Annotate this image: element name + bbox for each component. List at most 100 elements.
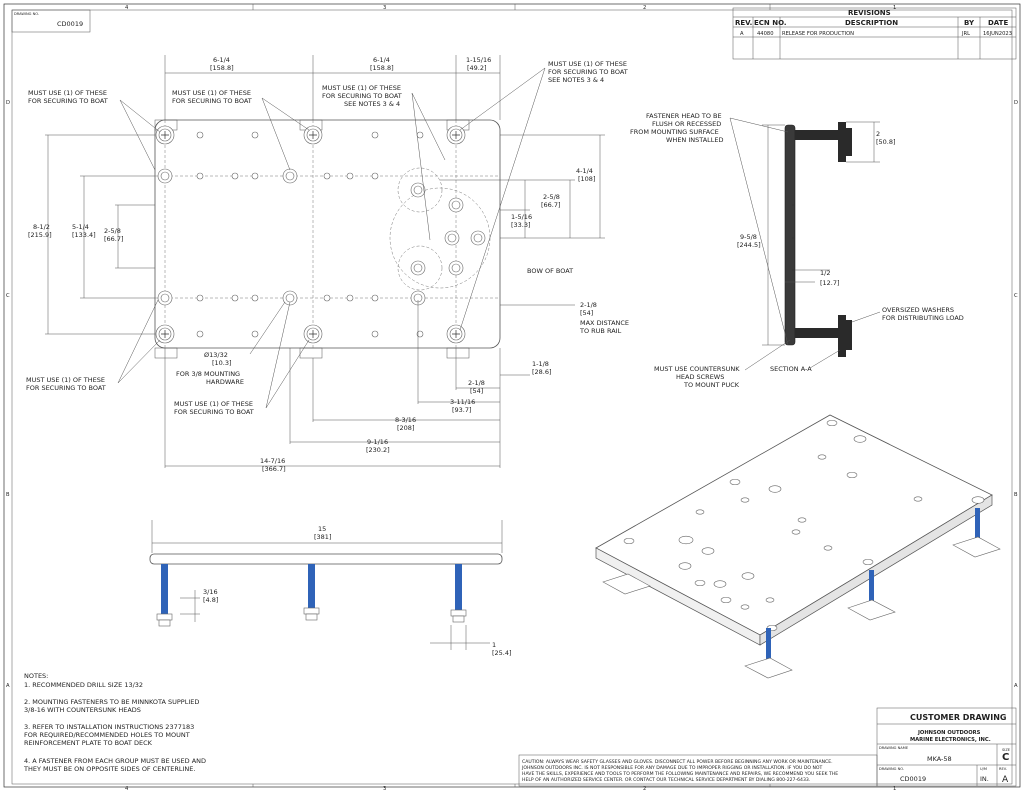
small-hole bbox=[196, 330, 204, 338]
iso-hole bbox=[823, 545, 833, 551]
dim-15: 15 bbox=[318, 525, 326, 533]
note-3-line2: FOR REQUIRED/RECOMMENDED HOLES TO MOUNT bbox=[24, 731, 190, 739]
fastener-note-line2: FLUSH OR RECESSED bbox=[652, 120, 721, 128]
iso-hole bbox=[720, 596, 732, 604]
zone-bottom-2: 3 bbox=[383, 786, 386, 791]
drawing-name-label: DRAWING NAME bbox=[879, 746, 909, 750]
note-tl-line2: FOR SECURING TO BOAT bbox=[28, 97, 108, 105]
small-hole bbox=[346, 294, 354, 302]
screw-bm-icon bbox=[303, 324, 323, 344]
zone-side-c: C bbox=[6, 293, 10, 299]
countersunk-note-line2: HEAD SCREWS bbox=[676, 373, 724, 381]
dim-left-3-mm: [66.7] bbox=[104, 235, 124, 243]
company-line2: MARINE ELECTRONICS, INC. bbox=[910, 737, 991, 743]
mounting-holes bbox=[157, 131, 486, 338]
ecn-header: ECN NO. bbox=[754, 19, 787, 27]
dim-left-3: 2-5/8 bbox=[104, 227, 121, 235]
rev-header: REV. bbox=[735, 19, 752, 27]
dim-3-16-mm: [4.8] bbox=[203, 596, 218, 604]
small-hole bbox=[196, 172, 204, 180]
size-value: C bbox=[1002, 752, 1009, 763]
zone-bottom-1: 4 bbox=[125, 786, 129, 791]
rev-label-tb: REV. bbox=[999, 767, 1007, 771]
countersunk-note-line3: TO MOUNT PUCK bbox=[683, 381, 740, 389]
washer-note-line1: OVERSIZED WASHERS bbox=[882, 306, 954, 314]
dim-left-1: 8-1/2 bbox=[33, 223, 50, 231]
date-header: DATE bbox=[988, 19, 1008, 27]
hole-dia: Ø13/32 bbox=[204, 351, 228, 359]
iso-hole bbox=[817, 454, 827, 460]
dim-15-mm: [381] bbox=[314, 533, 331, 541]
side-plate bbox=[149, 553, 503, 565]
mount-hole bbox=[447, 233, 457, 243]
size-label: SIZE bbox=[1002, 748, 1011, 752]
section-bolt-bottom-icon bbox=[795, 315, 852, 357]
dim-3-11-16: 3-11/16 bbox=[450, 398, 475, 406]
zone-top-2: 3 bbox=[383, 5, 386, 11]
caution-box: CAUTION: ALWAYS WEAR SAFETY GLASSES AND … bbox=[518, 754, 878, 787]
screw-tl-icon bbox=[155, 125, 175, 145]
revisions-table: REVISIONS REV. ECN NO. DESCRIPTION BY DA… bbox=[732, 7, 1017, 60]
dim-top-1: 6-1/4 bbox=[213, 56, 230, 64]
dim-1-2-mm: [12.7] bbox=[820, 279, 840, 287]
dim-right-2: 2-5/8 bbox=[543, 193, 560, 201]
iso-hole bbox=[740, 497, 750, 503]
note-bl-line1: MUST USE (1) OF THESE bbox=[26, 376, 105, 384]
caution-line1: CAUTION: ALWAYS WEAR SAFETY GLASSES AND … bbox=[522, 759, 833, 765]
iso-hole bbox=[846, 471, 858, 479]
dim-right-3: 1-5/16 bbox=[511, 213, 532, 221]
sheet-border bbox=[3, 3, 1021, 788]
section-view: FASTENER HEAD TO BE FLUSH OR RECESSED FR… bbox=[630, 112, 964, 389]
small-hole bbox=[371, 172, 379, 180]
small-hole bbox=[371, 131, 379, 139]
fastener-note-line4: WHEN INSTALLED bbox=[666, 136, 724, 144]
dim-rub: 2-1/8 bbox=[580, 301, 597, 309]
drawing-no-tb: CD0019 bbox=[900, 775, 926, 783]
dim-right-3-mm: [33.3] bbox=[511, 221, 531, 229]
drawing-no-label-tb: DRAWING NO. bbox=[879, 767, 904, 771]
small-hole bbox=[371, 294, 379, 302]
note-tl-line1: MUST USE (1) OF THESE bbox=[28, 89, 107, 97]
iso-hole bbox=[729, 478, 741, 486]
zone-top-3: 2 bbox=[643, 5, 646, 11]
note-tm2-line1: MUST USE (1) OF THESE bbox=[322, 84, 401, 92]
dim-1-mm: [25.4] bbox=[492, 649, 512, 657]
dim-2-mm: [50.8] bbox=[876, 138, 896, 146]
zone-top-1: 4 bbox=[125, 5, 129, 11]
iso-hole bbox=[701, 547, 715, 555]
dim-top-2: 6-1/4 bbox=[373, 56, 390, 64]
small-hole bbox=[231, 294, 239, 302]
mount-hole bbox=[473, 233, 483, 243]
small-hole bbox=[196, 294, 204, 302]
iso-hole bbox=[791, 529, 801, 535]
dim-14-7-16: 14-7/16 bbox=[260, 457, 285, 465]
note-tr-line1: MUST USE (1) OF THESE bbox=[548, 60, 627, 68]
dim-2-1-8-mm: [54] bbox=[470, 387, 483, 395]
note-3-line1: 3. REFER TO INSTALLATION INSTRUCTIONS 23… bbox=[24, 723, 194, 731]
iso-bolt-2-icon bbox=[847, 570, 896, 621]
mount-hole bbox=[285, 293, 295, 303]
note-tr-line3: SEE NOTES 3 & 4 bbox=[548, 76, 604, 84]
by-header: BY bbox=[964, 19, 975, 27]
bottom-dimensions: 1-1/8 [28.6] 2-1/8 [54] 3-11/16 [93.7] 8… bbox=[164, 300, 552, 473]
screw-tr-icon bbox=[446, 125, 466, 145]
zone-side-d-right: D bbox=[1014, 100, 1018, 106]
ecn-value: 44080 bbox=[757, 31, 774, 37]
note-2-line1: 2. MOUNTING FASTENERS TO BE MINNKOTA SUP… bbox=[24, 698, 199, 706]
small-hole bbox=[251, 330, 259, 338]
fastener-note-line1: FASTENER HEAD TO BE bbox=[646, 112, 722, 120]
dim-2: 2 bbox=[876, 130, 880, 138]
dim-1-1-8: 1-1/8 bbox=[532, 360, 549, 368]
note-1: 1. RECOMMENDED DRILL SIZE 13/32 bbox=[24, 681, 143, 689]
dim-top-3: 1-15/16 bbox=[466, 56, 491, 64]
top-view bbox=[154, 119, 501, 359]
fastener-note-line3: FROM MOUNTING SURFACE bbox=[630, 128, 719, 136]
iso-hole bbox=[740, 604, 750, 610]
dim-1: 1 bbox=[492, 641, 496, 649]
small-hole bbox=[346, 172, 354, 180]
dim-3-16: 3/16 bbox=[203, 588, 218, 596]
small-hole bbox=[251, 294, 259, 302]
washer-note-line2: FOR DISTRIBUTING LOAD bbox=[882, 314, 964, 322]
side-bolt-left-icon bbox=[156, 564, 173, 627]
